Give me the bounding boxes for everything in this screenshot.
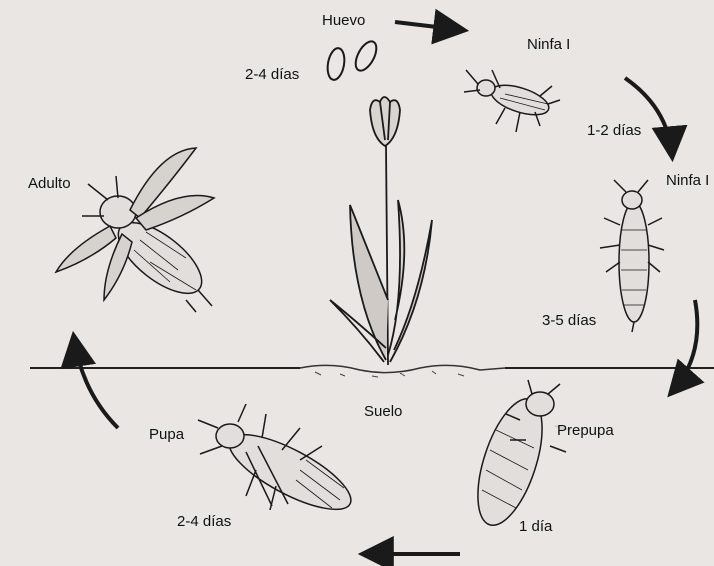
stage-label-ninfa2: Ninfa I bbox=[664, 172, 711, 189]
egg-icon bbox=[325, 38, 380, 81]
arrow-huevo-to-ninfa1 bbox=[395, 22, 462, 30]
stage-label-huevo: Huevo bbox=[320, 12, 367, 29]
arrow-pupa-to-adulto bbox=[74, 338, 118, 428]
stage-label-adulto: Adulto bbox=[26, 175, 73, 192]
duration-huevo-ninfa: 2-4 días bbox=[243, 66, 301, 83]
arrow-ninfa1-to-ninfa2 bbox=[625, 78, 672, 155]
duration-ninfa1-ninfa2: 1-2 días bbox=[585, 122, 643, 139]
arrow-ninfa2-to-prepupa bbox=[672, 300, 697, 392]
stage-label-pupa: Pupa bbox=[147, 426, 186, 443]
soil-surface bbox=[300, 365, 505, 372]
duration-ninfa2-prepupa: 3-5 días bbox=[540, 312, 598, 329]
duration-pupa-adulto: 2-4 días bbox=[175, 513, 233, 530]
stage-label-ninfa1: Ninfa I bbox=[525, 36, 572, 53]
nymph-insect-icon bbox=[464, 70, 560, 132]
pupa-insect-icon bbox=[198, 404, 360, 523]
adult-thrips-icon bbox=[56, 148, 214, 312]
prepupa-insect-icon bbox=[465, 380, 570, 533]
tulip-plant-icon bbox=[330, 97, 432, 365]
nymph-insect-icon bbox=[600, 180, 664, 332]
soil-label: Suelo bbox=[362, 403, 404, 420]
duration-prepupa-pupa: 1 día bbox=[517, 518, 554, 535]
stage-label-prepupa: Prepupa bbox=[555, 422, 616, 439]
